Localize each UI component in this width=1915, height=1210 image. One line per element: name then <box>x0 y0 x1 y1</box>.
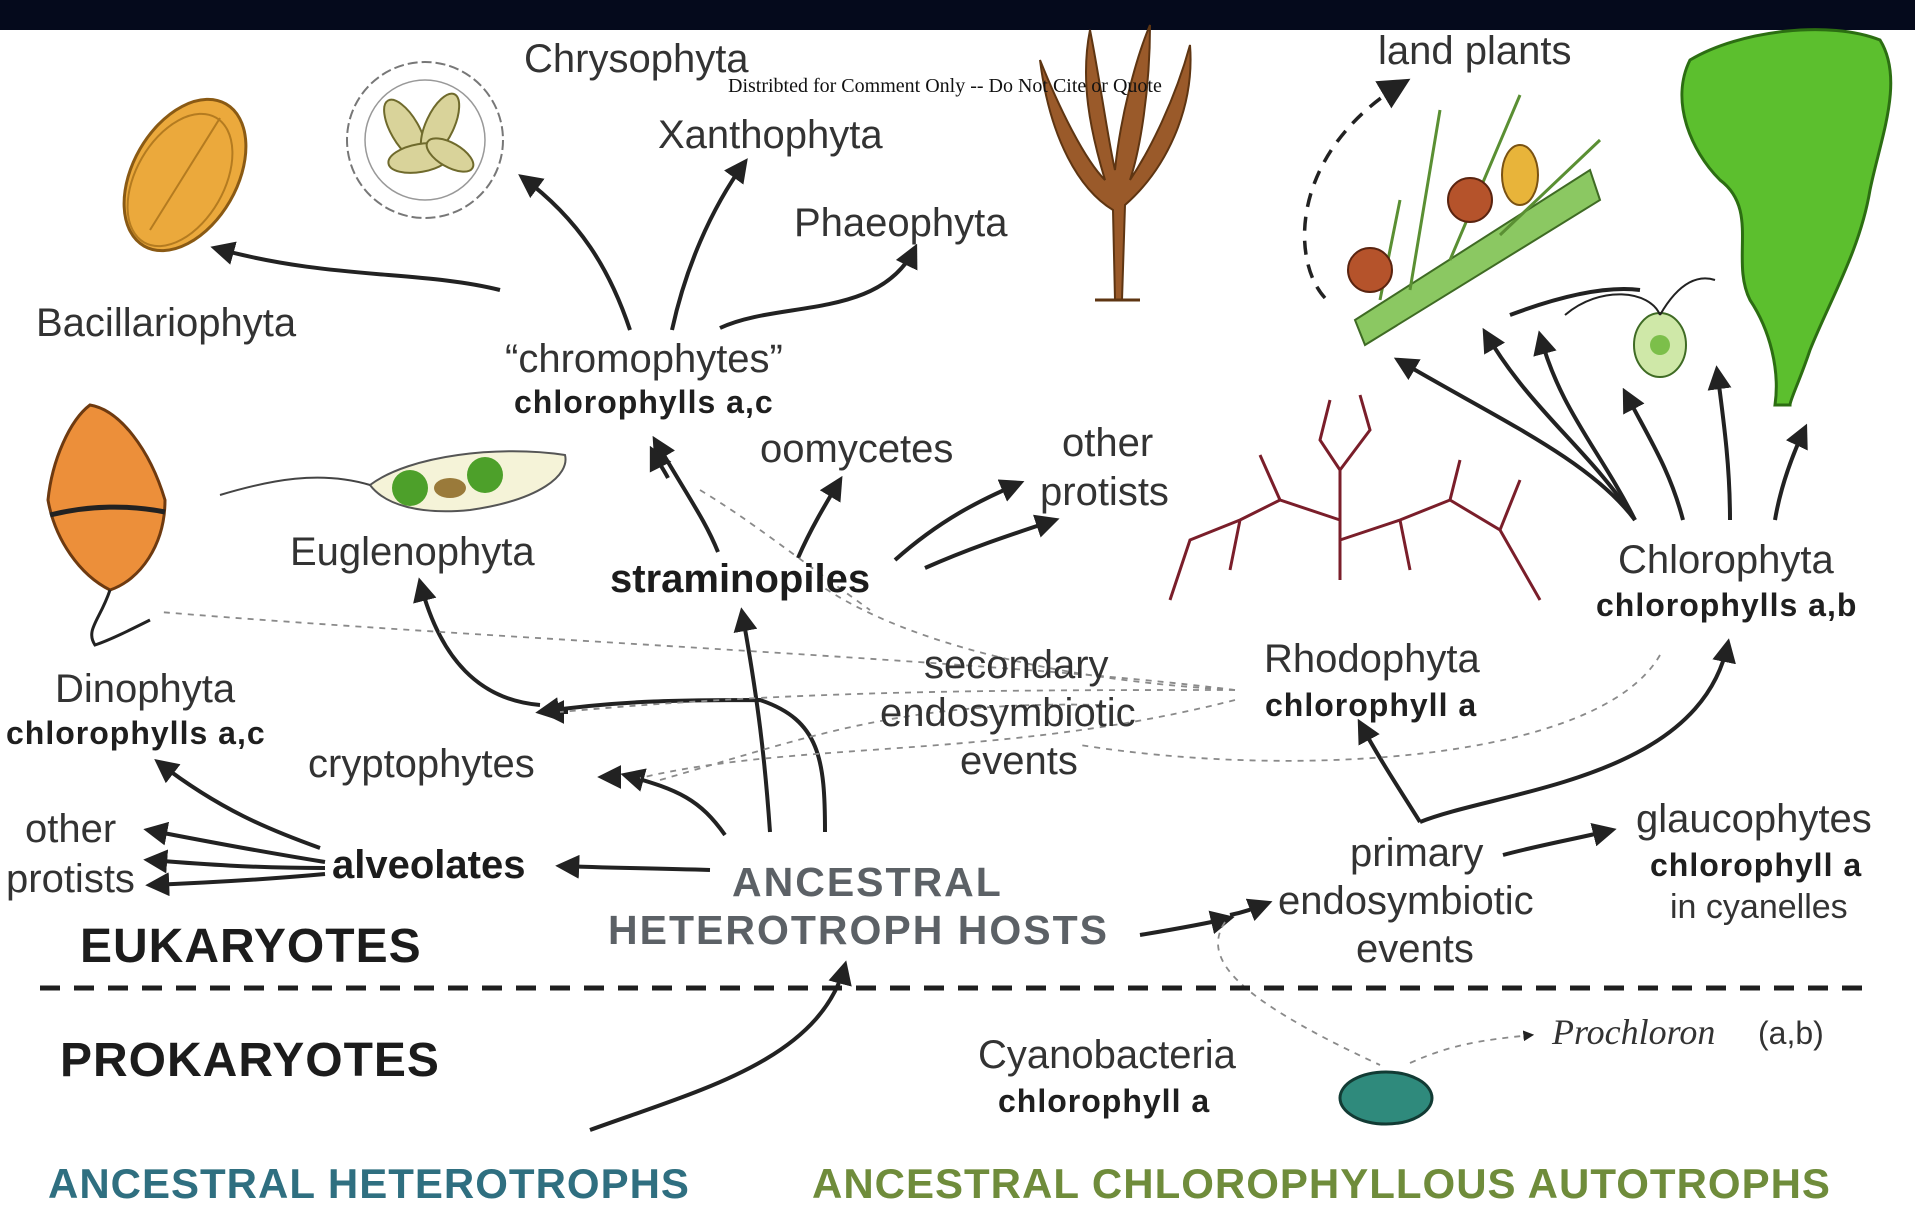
bacillariophyta-label: Bacillariophyta <box>36 301 297 345</box>
cyanobacterium-illustration <box>1340 1072 1432 1124</box>
glaucophytes-note: in cyanelles <box>1670 888 1848 926</box>
chrysophyta-label: Chrysophyta <box>524 37 749 81</box>
other-protists-left-line1: other <box>25 807 116 851</box>
xanthophyta-label: Xanthophyta <box>658 113 883 157</box>
alveolates-label: alveolates <box>332 843 525 887</box>
distribution-note: Distribted for Comment Only -- Do Not Ci… <box>728 75 1162 97</box>
dinoflagellate-illustration <box>48 405 165 645</box>
hosts-label-line1: ANCESTRAL <box>732 859 1003 905</box>
glaucophytes-pigment: chlorophyll a <box>1650 847 1862 883</box>
chlorophyta-label: Chlorophyta <box>1618 538 1834 582</box>
secondary-events-label-line2: endosymbiotic <box>880 691 1136 735</box>
cryptophytes-label: cryptophytes <box>308 742 535 786</box>
rhodophyta-label: Rhodophyta <box>1264 637 1480 681</box>
sea-lettuce-illustration <box>1682 30 1891 405</box>
euglena-illustration <box>220 451 566 511</box>
hosts-label-line2: HETEROTROPH HOSTS <box>608 907 1109 953</box>
chromophytes-pigment: chlorophylls a,c <box>514 384 774 420</box>
land-plants-label: land plants <box>1378 29 1571 73</box>
dinophyta-pigment: chlorophylls a,c <box>6 715 266 751</box>
other-protists-label-line1: other <box>1062 421 1153 465</box>
oomycetes-label: oomycetes <box>760 427 953 471</box>
land-plant-illustration <box>1348 95 1600 345</box>
prochloron-pigment: (a,b) <box>1758 1015 1824 1051</box>
cyanobacteria-pigment: chlorophyll a <box>998 1083 1210 1119</box>
kelp-illustration <box>1040 25 1191 300</box>
primary-events-label-line1: primary <box>1350 831 1483 875</box>
dinophyta-label: Dinophyta <box>55 667 236 711</box>
chlorophyta-pigment: chlorophylls a,b <box>1596 587 1857 623</box>
prokaryotes-label: PROKARYOTES <box>60 1034 440 1087</box>
phaeophyta-label: Phaeophyta <box>794 201 1008 245</box>
chrysophyte-illustration <box>347 62 503 218</box>
eukaryotes-label: EUKARYOTES <box>80 920 422 973</box>
primary-events-label-line3: events <box>1356 927 1474 971</box>
rhodophyta-pigment: chlorophyll a <box>1265 687 1477 723</box>
ancestral-heterotrophs-label: ANCESTRAL HETEROTROPHS <box>48 1160 690 1207</box>
glaucophytes-label: glaucophytes <box>1636 797 1872 841</box>
straminopiles-label: straminopiles <box>610 557 870 601</box>
secondary-events-label-line3: events <box>960 739 1078 783</box>
secondary-events-label-line1: secondary <box>924 643 1109 687</box>
euglenophyta-label: Euglenophyta <box>290 530 535 574</box>
other-protists-left-line2: protists <box>6 857 135 901</box>
prochloron-label: Prochloron <box>1551 1012 1715 1052</box>
ancestral-autotrophs-label: ANCESTRAL CHLOROPHYLLOUS AUTOTROPHS <box>812 1160 1831 1207</box>
other-protists-label-line2: protists <box>1040 470 1169 514</box>
red-alga-illustration <box>1170 395 1540 600</box>
chromophytes-label: “chromophytes” <box>505 337 783 381</box>
diatom-illustration <box>99 78 271 272</box>
primary-events-label-line2: endosymbiotic <box>1278 879 1534 923</box>
cyanobacteria-label: Cyanobacteria <box>978 1033 1237 1077</box>
